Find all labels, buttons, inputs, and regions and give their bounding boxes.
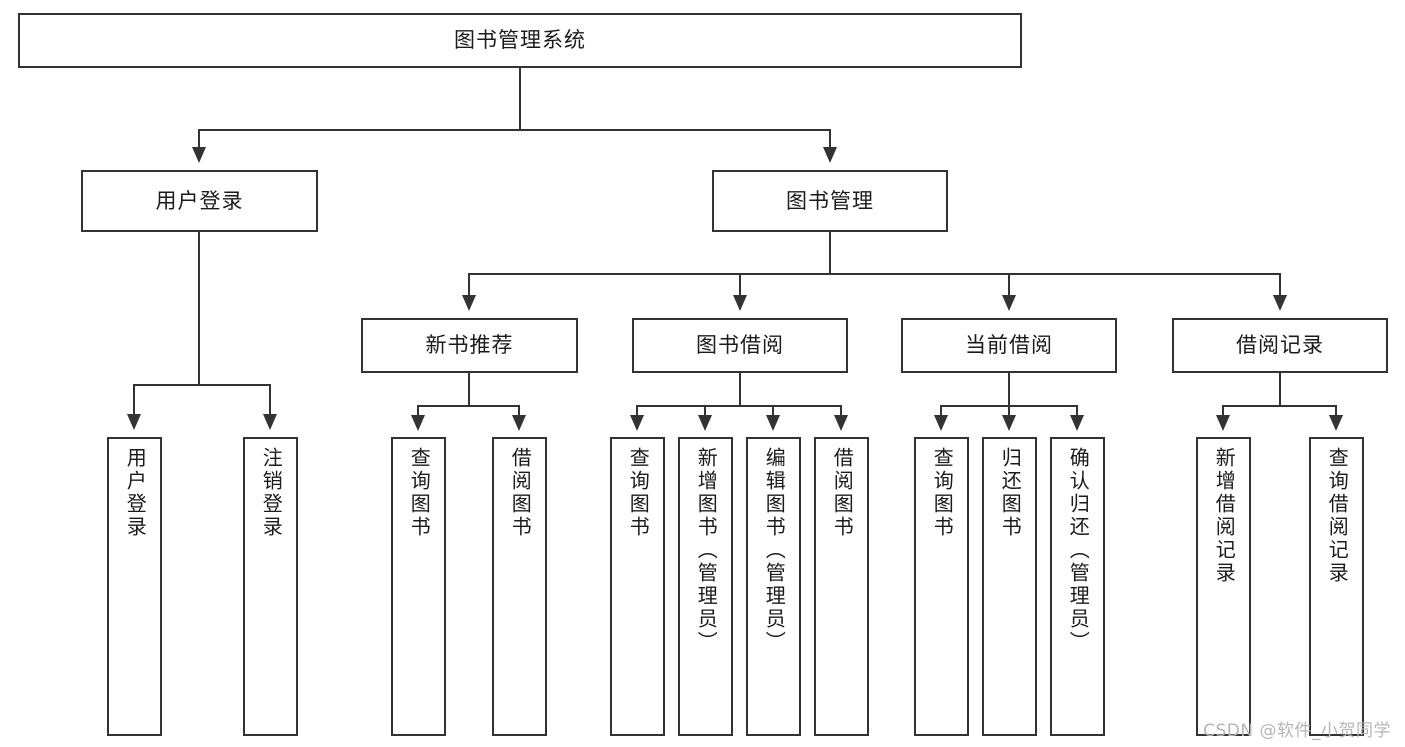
edge-current-borrow-stem xyxy=(1008,373,1010,406)
edge-drop-user-login xyxy=(198,129,200,149)
edge-book-borrow-drop-4 xyxy=(840,405,842,418)
node-label: 借阅图书 xyxy=(830,447,855,539)
edge-level3-bus xyxy=(468,273,1280,275)
node-label: 当前借阅 xyxy=(965,333,1053,358)
edge-borrow-record-bus xyxy=(1222,405,1337,407)
leaf-borrow-book[interactable]: 借阅图书 xyxy=(814,437,869,736)
node-book-management[interactable]: 图书管理 xyxy=(712,170,948,232)
edge-current-borrow-drop-2 xyxy=(1008,405,1010,418)
node-label: 新增图书（管理员） xyxy=(694,447,719,654)
edge-new-book-drop-1 xyxy=(417,405,419,418)
node-label: 注销登录 xyxy=(259,447,284,539)
node-user-login[interactable]: 用户登录 xyxy=(81,170,318,232)
edge-level3-drop-1 xyxy=(468,273,470,297)
edge-book-management-stem xyxy=(829,232,831,274)
node-label: 编辑图书（管理员） xyxy=(762,447,787,654)
arrow-to-leaf-add-book xyxy=(698,415,712,431)
leaf-query-book-current[interactable]: 查询图书 xyxy=(914,437,969,736)
node-label: 借阅记录 xyxy=(1236,333,1324,358)
edge-user-login-stem xyxy=(198,232,200,385)
arrow-to-leaf-query-book-1 xyxy=(411,415,425,431)
edge-book-borrow-drop-1 xyxy=(636,405,638,418)
edge-level3-drop-3 xyxy=(1008,273,1010,297)
arrow-to-leaf-edit-book xyxy=(766,415,780,431)
arrow-to-leaf-query-record xyxy=(1329,415,1343,431)
arrow-to-leaf-confirm-return xyxy=(1070,415,1084,431)
leaf-confirm-return-admin[interactable]: 确认归还（管理员） xyxy=(1050,437,1105,736)
node-label: 图书管理 xyxy=(786,188,874,213)
node-book-borrow[interactable]: 图书借阅 xyxy=(632,318,848,373)
arrow-to-new-book-recommend xyxy=(462,295,476,311)
node-label: 新书推荐 xyxy=(425,333,514,358)
arrow-to-current-borrow xyxy=(1002,295,1016,311)
leaf-borrow-book-recommend[interactable]: 借阅图书 xyxy=(492,437,547,736)
node-new-book-recommend[interactable]: 新书推荐 xyxy=(361,318,578,373)
arrow-to-leaf-query-book-2 xyxy=(630,415,644,431)
edge-user-login-drop-1 xyxy=(133,384,135,416)
edge-drop-book-management xyxy=(829,129,831,149)
node-root-book-management-system[interactable]: 图书管理系统 xyxy=(18,13,1022,68)
arrow-to-leaf-return-book xyxy=(1002,415,1016,431)
leaf-logout[interactable]: 注销登录 xyxy=(243,437,298,736)
leaf-add-book-admin[interactable]: 新增图书（管理员） xyxy=(678,437,733,736)
arrow-to-book-borrow xyxy=(733,295,747,311)
node-label: 查询图书 xyxy=(626,447,651,539)
leaf-query-book-recommend[interactable]: 查询图书 xyxy=(391,437,446,736)
leaf-return-book[interactable]: 归还图书 xyxy=(982,437,1037,736)
node-label: 确认归还（管理员） xyxy=(1066,447,1091,654)
edge-user-login-drop-2 xyxy=(269,384,271,416)
node-label: 用户登录 xyxy=(155,188,244,213)
edge-level3-drop-4 xyxy=(1279,273,1281,297)
arrow-to-leaf-user-login xyxy=(127,414,141,430)
edge-book-borrow-drop-3 xyxy=(772,405,774,418)
leaf-query-book-borrow[interactable]: 查询图书 xyxy=(610,437,665,736)
arrow-to-leaf-add-record xyxy=(1216,415,1230,431)
node-label: 新增借阅记录 xyxy=(1212,447,1237,585)
arrow-to-leaf-logout xyxy=(263,414,277,430)
node-label: 图书借阅 xyxy=(696,333,784,358)
arrow-to-user-login xyxy=(192,147,206,163)
node-label: 归还图书 xyxy=(998,447,1023,539)
arrow-to-leaf-borrow-book-1 xyxy=(512,415,526,431)
node-label: 查询图书 xyxy=(407,447,432,539)
arrow-to-borrow-record xyxy=(1273,295,1287,311)
edge-borrow-record-drop-1 xyxy=(1222,405,1224,418)
edge-borrow-record-drop-2 xyxy=(1335,405,1337,418)
node-borrow-record[interactable]: 借阅记录 xyxy=(1172,318,1388,373)
node-label: 借阅图书 xyxy=(508,447,533,539)
edge-level3-drop-2 xyxy=(739,273,741,297)
watermark-text: CSDN @软件_小贺同学 xyxy=(1203,721,1391,741)
node-label: 查询图书 xyxy=(930,447,955,539)
edge-current-borrow-drop-1 xyxy=(940,405,942,418)
leaf-add-borrow-record[interactable]: 新增借阅记录 xyxy=(1196,437,1251,736)
leaf-query-borrow-record[interactable]: 查询借阅记录 xyxy=(1309,437,1364,736)
edge-book-borrow-drop-2 xyxy=(704,405,706,418)
edge-user-login-bus xyxy=(133,384,271,386)
edge-new-book-drop-2 xyxy=(518,405,520,418)
edge-root-stem xyxy=(519,68,521,130)
edge-current-borrow-drop-3 xyxy=(1076,405,1078,418)
edge-new-book-bus xyxy=(417,405,520,407)
leaf-edit-book-admin[interactable]: 编辑图书（管理员） xyxy=(746,437,801,736)
edge-new-book-stem xyxy=(468,373,470,406)
node-label: 图书管理系统 xyxy=(454,28,586,53)
node-label: 查询借阅记录 xyxy=(1325,447,1350,585)
arrow-to-book-management xyxy=(823,147,837,163)
edge-level2-bus xyxy=(198,129,831,131)
leaf-user-login[interactable]: 用户登录 xyxy=(107,437,162,736)
arrow-to-leaf-borrow-book-2 xyxy=(834,415,848,431)
edge-book-borrow-bus xyxy=(636,405,841,407)
arrow-to-leaf-query-book-3 xyxy=(934,415,948,431)
edge-book-borrow-stem xyxy=(739,373,741,406)
edge-borrow-record-stem xyxy=(1279,373,1281,406)
node-current-borrow[interactable]: 当前借阅 xyxy=(901,318,1117,373)
node-label: 用户登录 xyxy=(123,447,148,539)
